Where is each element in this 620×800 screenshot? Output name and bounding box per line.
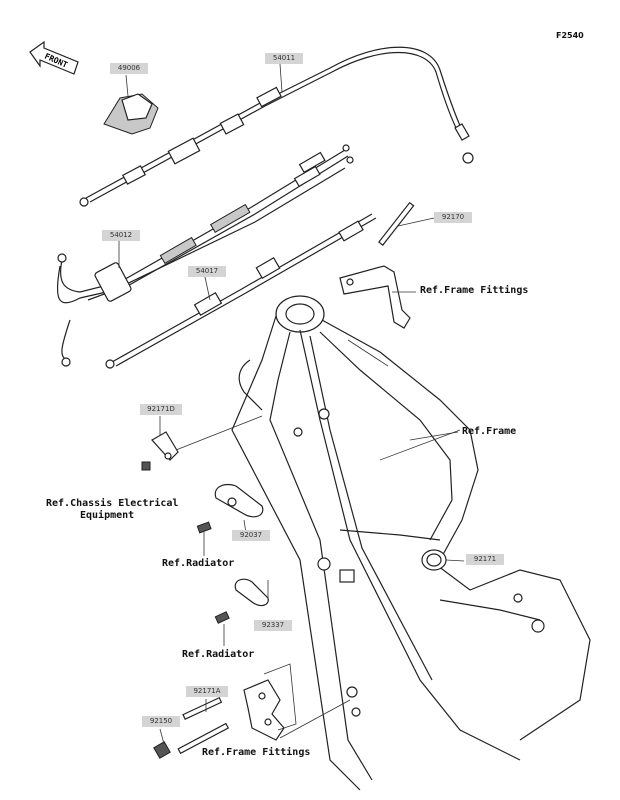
motorcycle-frame xyxy=(231,295,591,791)
part-label-92337: 92337 xyxy=(254,620,292,631)
part-label-49006: 49006 xyxy=(110,63,148,74)
ref-radiator-2: Ref.Radiator xyxy=(182,649,255,660)
throttle-cable-54011 xyxy=(79,46,474,207)
throttle-cable-54012 xyxy=(56,144,354,367)
cable-holder-bracket xyxy=(339,265,416,329)
ref-chassis-electrical-line1: Ref.Chassis Electrical xyxy=(46,498,179,509)
ref-frame-fittings-bottom: Ref.Frame Fittings xyxy=(202,747,311,758)
figure-code: F2540 xyxy=(556,31,584,40)
ref-radiator-1: Ref.Radiator xyxy=(162,558,235,569)
part-label-92037: 92037 xyxy=(232,530,270,541)
ref-frame: Ref.Frame xyxy=(462,426,517,437)
ref-frame-fittings-top: Ref.Frame Fittings xyxy=(420,285,529,296)
throttle-housing-49006 xyxy=(103,93,159,135)
part-label-92150: 92150 xyxy=(142,716,180,727)
part-label-54017: 54017 xyxy=(188,266,226,277)
part-label-92171A: 92171A xyxy=(186,686,228,697)
clamp-92171D xyxy=(141,415,263,471)
front-arrow-icon: FRONT xyxy=(29,40,79,75)
part-label-92171D: 92171D xyxy=(140,404,182,415)
part-label-54011: 54011 xyxy=(265,53,303,64)
ref-chassis-electrical-line2: Equipment xyxy=(80,510,135,521)
pin-92170 xyxy=(378,201,435,246)
part-label-54012: 54012 xyxy=(102,230,140,241)
bracket-92171A xyxy=(153,663,351,759)
leader-lines xyxy=(118,63,465,745)
clutch-cable-54017 xyxy=(105,213,377,369)
clamp-92337 xyxy=(214,578,269,646)
clamp-92037 xyxy=(196,483,264,556)
clamp-92171 xyxy=(421,549,447,571)
part-label-92171: 92171 xyxy=(466,554,504,565)
part-label-92170: 92170 xyxy=(434,212,472,223)
